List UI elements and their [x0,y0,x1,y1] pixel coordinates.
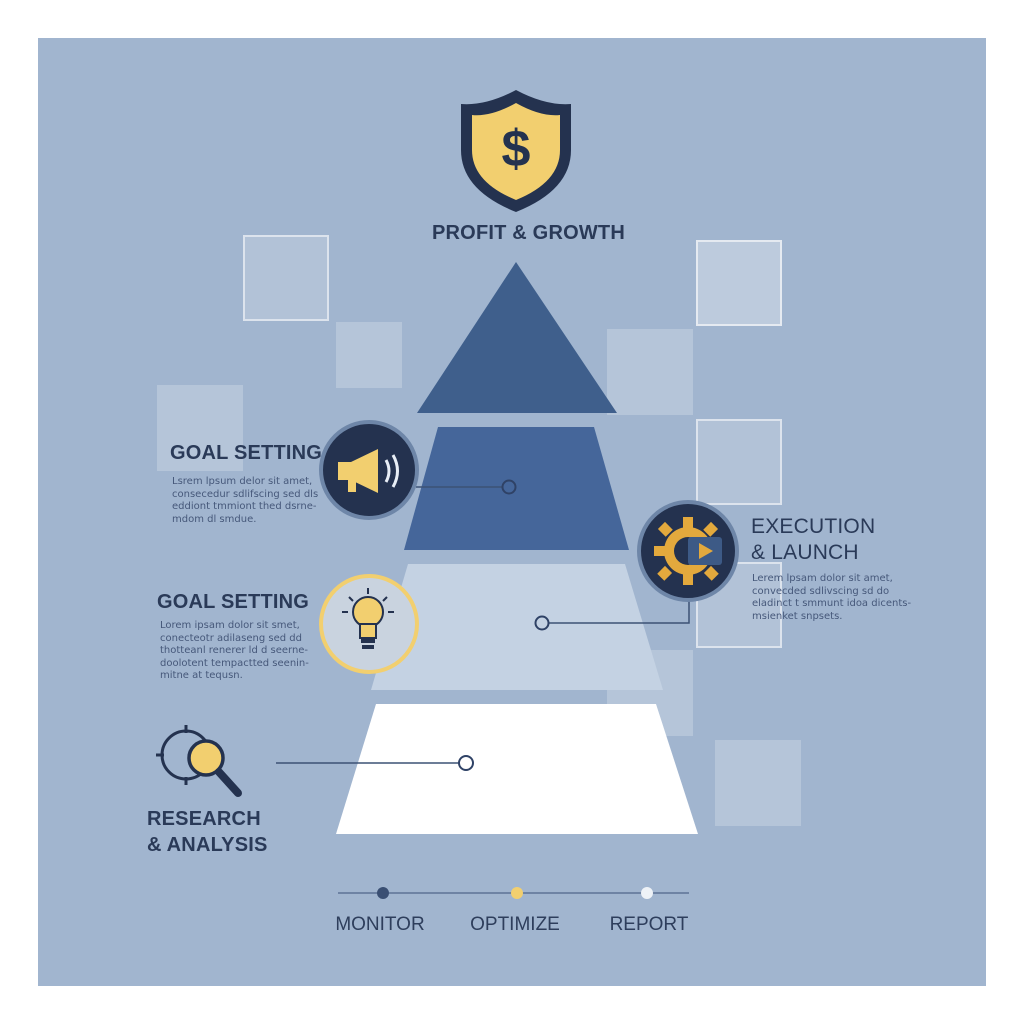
gear-play-icon [637,500,739,602]
timeline-dot-report [641,887,653,899]
description-line: convecded sdlivscing sd do [752,585,890,597]
description-line: consecedur sdlifscing sed dls [172,488,319,500]
timeline-label-monitor: MONITOR [335,914,425,935]
execution-title-line2: & LAUNCH [751,541,859,564]
deco-square [157,385,243,471]
execution-title-line1: EXECUTION [751,515,876,538]
timeline-label-optimize: OPTIMIZE [470,914,560,935]
timeline [338,887,689,899]
shield-dollar-icon: $ [461,90,571,212]
timeline-dot-optimize [511,887,523,899]
description-line: thotteanl renerer ld d seerne- [160,645,309,656]
profit-growth-label: PROFIT & GROWTH [432,222,625,244]
goal-setting-title-2: GOAL SETTING [157,591,310,613]
research-title-line1: RESEARCH [147,808,261,830]
description-line: eddiont tmmiont thed dsrne- [172,501,317,512]
goal-setting-description-1: Lsrem lpsum delor sit amet, consecedur s… [172,476,318,526]
description-line: Lorem ipsam dolor sit smet, [160,620,300,631]
deco-square [696,240,782,326]
deco-square [696,419,782,505]
description-line: Lerem lpsam dolor sit amet, [752,573,893,584]
timeline-dot-monitor [377,887,389,899]
megaphone-icon [319,420,419,520]
pyramid-tier-top [417,262,617,413]
goal-setting-description-2: Lorem ipsam dolor sit smet, conecteotr a… [160,620,309,683]
research-title-line2: & ANALYSIS [147,834,268,856]
description-line: mitne at tequsn. [160,670,243,681]
description-line: msienket snpsets. [752,610,843,622]
description-line: doolotent tempactted seenin- [160,657,309,669]
goal-setting-title-1: GOAL SETTING [170,442,323,464]
deco-square [715,740,801,826]
description-line: conecteotr adilaseng sed dd [160,632,302,644]
svg-text:$: $ [502,120,531,178]
connector-execution [534,598,690,631]
execution-description: Lerem lpsam dolor sit amet, convecded sd… [752,573,911,623]
pyramid-tier-3 [371,564,663,690]
pyramid-tier-2 [404,427,629,550]
description-line: Lsrem lpsum delor sit amet, [172,476,313,487]
deco-square [336,322,402,388]
connector-goal-1 [416,479,517,495]
connector-research [276,755,474,771]
deco-square [607,329,693,415]
lightbulb-icon [319,574,419,674]
deco-square [243,235,329,321]
description-line: mdom dl smdue. [172,513,257,525]
magnifier-target-icon [156,725,242,797]
pyramid-tier-base [336,704,698,834]
description-line: eladinct t smmunt idoa dicents- [752,598,912,609]
timeline-label-report: REPORT [609,914,689,935]
